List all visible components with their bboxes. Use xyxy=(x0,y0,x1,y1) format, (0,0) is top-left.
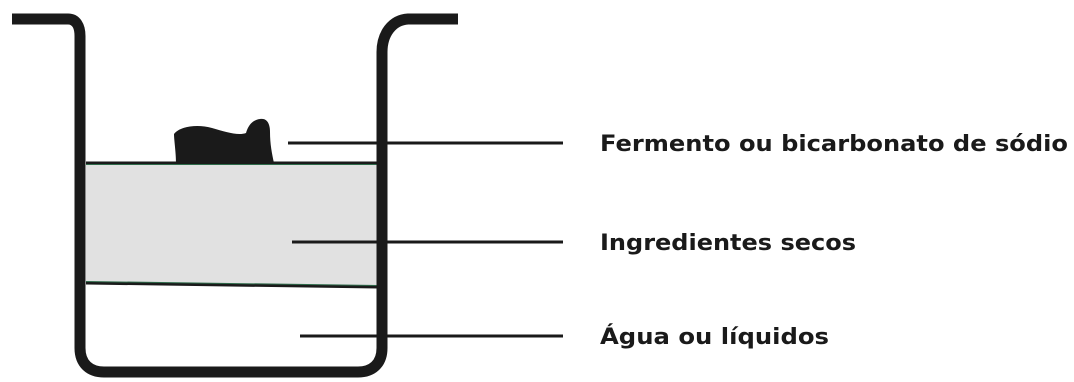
label-liquids: Água ou líquidos xyxy=(600,324,829,350)
dry-layer-bottom-edge xyxy=(85,281,379,289)
dry-layer-bottom-edge-tint xyxy=(85,281,379,286)
leavening-agent-blob xyxy=(174,118,274,163)
dry-ingredients-layer xyxy=(86,163,378,287)
container-outline xyxy=(12,13,458,378)
label-leavening: Fermento ou bicarbonato de sódio xyxy=(600,132,1068,157)
label-dry-ingredients: Ingredientes secos xyxy=(600,231,856,256)
